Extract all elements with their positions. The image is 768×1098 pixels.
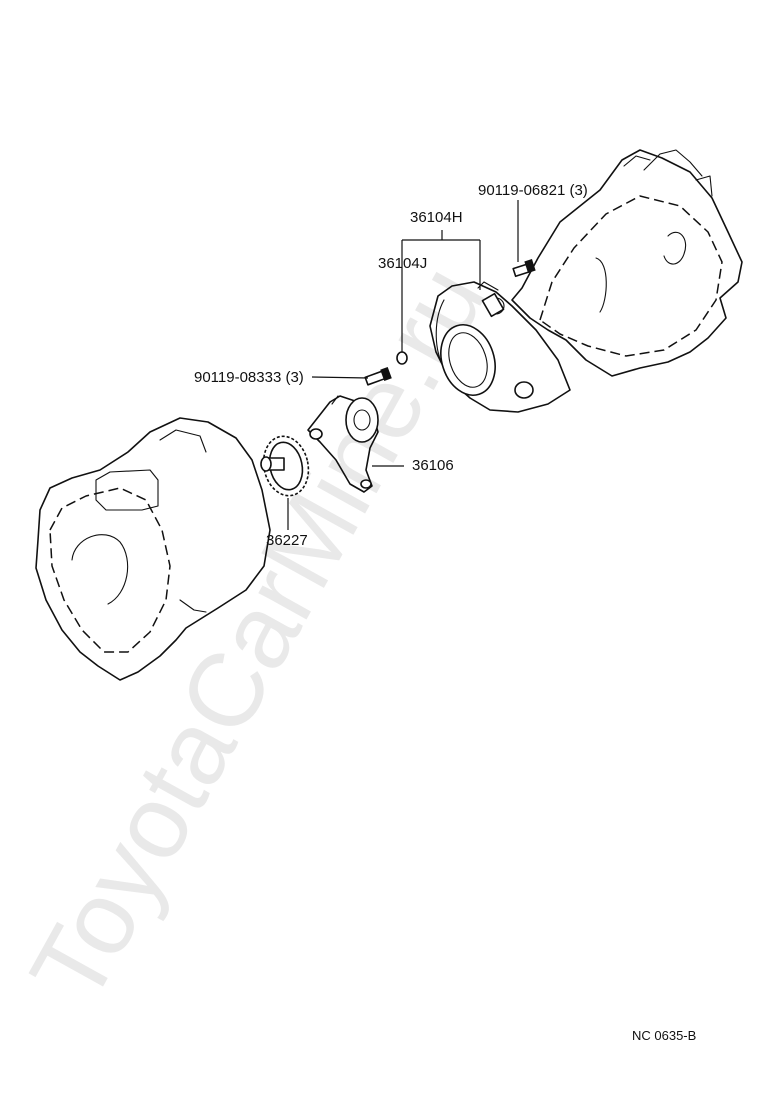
bolt-left — [364, 366, 392, 386]
transmission-case-upper — [511, 149, 743, 377]
label-gear: 36227 — [266, 532, 308, 549]
leader-lines — [287, 200, 519, 530]
label-assy-sub: 36104J — [378, 255, 427, 272]
diagram-code: NC 0635-B — [632, 1028, 696, 1043]
o-ring — [396, 351, 408, 365]
lever-36106 — [307, 395, 379, 493]
bolt-upper — [512, 259, 536, 278]
transmission-case-lower — [35, 417, 271, 681]
watermark-text: ToyotaCarMine.ru — [9, 247, 508, 1021]
gear-36227 — [260, 435, 310, 497]
cover-plate — [429, 281, 571, 413]
label-assy-main: 36104H — [410, 209, 463, 226]
label-bolt-upper: 90119-06821 (3) — [478, 182, 588, 199]
label-bolt-left: 90119-08333 (3) — [194, 369, 304, 386]
label-lever: 36106 — [412, 457, 454, 474]
